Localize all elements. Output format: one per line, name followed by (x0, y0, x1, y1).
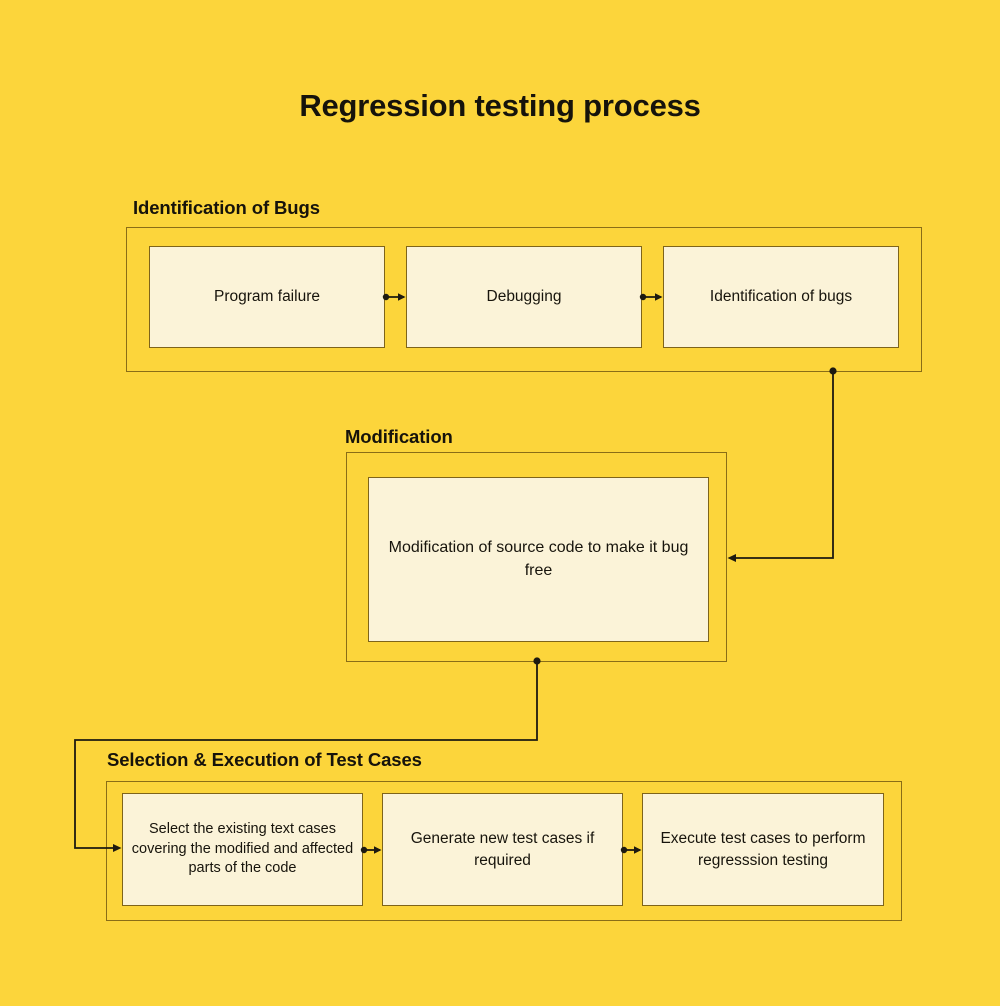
section-label-modification: Modification (345, 426, 453, 447)
process-box-identification-of-bugs[interactable]: Identification of bugs (663, 246, 899, 348)
process-box-generate-new-test-cases[interactable]: Generate new test cases if required (382, 793, 623, 906)
process-box-debugging[interactable]: Debugging (406, 246, 642, 348)
process-box-modification-of-source-code[interactable]: Modification of source code to make it b… (368, 477, 709, 642)
process-box-execute-test-cases[interactable]: Execute test cases to perform regresssio… (642, 793, 884, 906)
process-box-program-failure[interactable]: Program failure (149, 246, 385, 348)
page-title: Regression testing process (299, 88, 701, 123)
section-label-identification-of-bugs: Identification of Bugs (133, 197, 320, 218)
connector-identification-group-to-modification-group (727, 367, 837, 562)
section-label-selection-and-execution-of-test-cases: Selection & Execution of Test Cases (107, 749, 422, 770)
process-box-select-existing-test-cases[interactable]: Select the existing text cases covering … (122, 793, 363, 906)
